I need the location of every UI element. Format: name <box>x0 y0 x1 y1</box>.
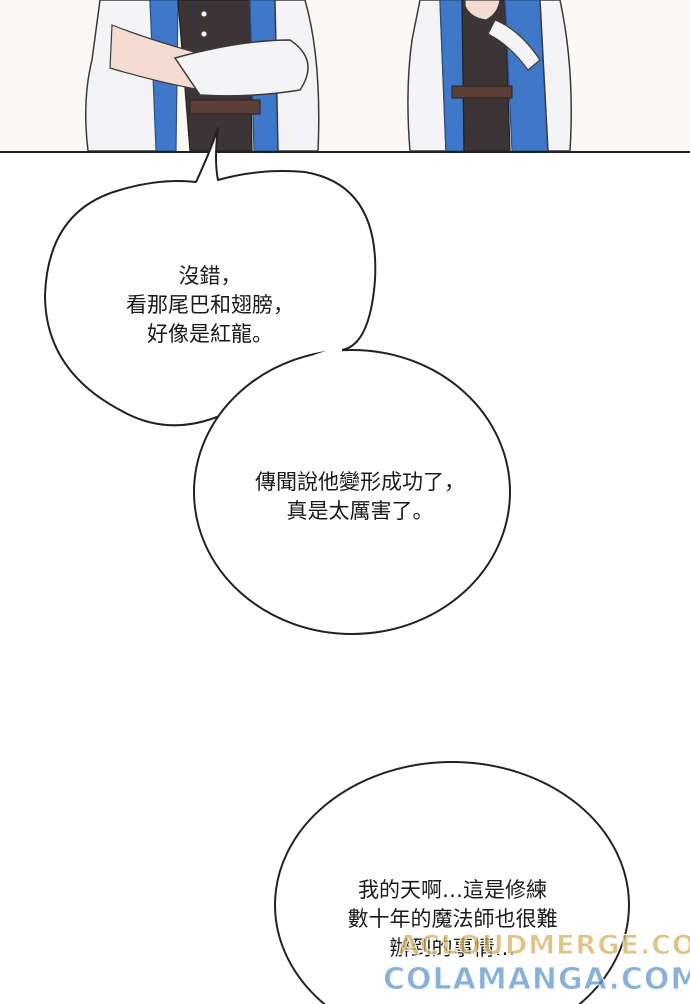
dialogue-line: 傳聞說他變形成功了， <box>255 470 465 494</box>
dialogue-line: 辦到的事情… <box>389 936 516 960</box>
speech-bubble-2 <box>193 349 511 635</box>
watermark-colamanga: COLAMANGA.COM <box>382 962 690 998</box>
left-figure <box>85 0 320 151</box>
dialogue-line: 我的天啊…這是修練 <box>358 878 547 902</box>
dialogue-line: 數十年的魔法師也很難 <box>347 907 558 931</box>
comic-panel-illustration <box>0 0 690 153</box>
robed-figures-illustration <box>85 0 572 151</box>
speech-bubble-1-text: 沒錯， 看那尾巴和翅膀， 好像是紅龍。 <box>60 262 360 349</box>
watermark-acloudmerge: ACLOUDMERGE.COM <box>398 930 690 962</box>
speech-bubble-3-text: 我的天啊…這是修練 數十年的魔法師也很難 辦到的事情… <box>300 876 605 963</box>
dialogue-line: 好像是紅龍。 <box>147 322 273 346</box>
right-figure <box>407 0 572 151</box>
dialogue-line: 真是太厲害了。 <box>286 499 434 523</box>
dialogue-line: 沒錯， <box>178 264 242 288</box>
speech-bubble-3 <box>274 761 630 1004</box>
speech-bubble-2-text: 傳聞說他變形成功了， 真是太厲害了。 <box>200 468 520 526</box>
dialogue-line: 看那尾巴和翅膀， <box>126 293 294 317</box>
